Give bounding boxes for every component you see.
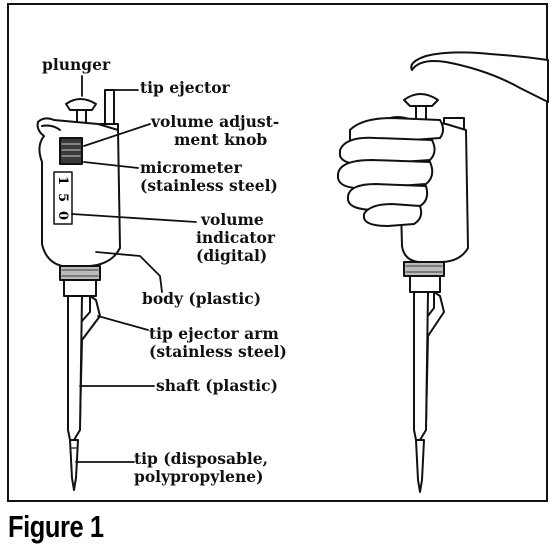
leader-body <box>95 251 163 293</box>
label-micrometer-line1: micrometer <box>140 158 242 177</box>
hand-shape <box>337 117 444 227</box>
label-volume-knob-line1: volume adjust- <box>151 112 280 131</box>
volume-digit: 0 <box>55 210 71 220</box>
volume-knob-part <box>59 137 83 165</box>
body-part <box>36 117 121 267</box>
label-volume-indicator-line3: (digital) <box>196 246 268 265</box>
leader-volume-knob <box>83 123 151 147</box>
pipette-right-illustration <box>337 51 549 493</box>
volume-digit: 1 <box>55 176 71 186</box>
volume-digit: 5 <box>55 193 71 203</box>
label-tip-line1: tip (disposable, <box>134 449 268 468</box>
volume-window <box>53 171 73 225</box>
leader-ejector-arm <box>97 315 149 331</box>
label-tip-line2: polypropylene) <box>134 467 264 486</box>
shaft-part <box>67 295 83 441</box>
label-volume-indicator-line2: indicator <box>196 228 276 247</box>
label-tip-ejector: tip ejector <box>140 78 230 97</box>
plunger-part <box>65 98 97 125</box>
label-micrometer-line2: (stainless steel) <box>140 176 278 195</box>
leader-volume-indicator <box>71 213 197 223</box>
leader-micrometer <box>83 161 139 169</box>
label-tip-ejector-arm-line1: tip ejector arm <box>149 324 279 343</box>
tip-part <box>69 439 79 491</box>
pipette-left-illustration <box>36 89 121 491</box>
label-body: body (plastic) <box>142 289 262 308</box>
collar-part <box>59 265 101 281</box>
label-volume-knob-line2: ment knob <box>174 130 268 149</box>
label-tip-ejector-arm-line2: (stainless steel) <box>149 342 287 361</box>
label-shaft: shaft (plastic) <box>156 376 278 395</box>
thumb-shape <box>410 51 549 103</box>
volume-indicator-digits: 1 5 0 <box>54 172 72 224</box>
figure-caption: Figure 1 <box>8 509 104 544</box>
label-volume-indicator-line1: volume <box>201 210 264 229</box>
leader-lines <box>71 75 197 463</box>
label-plunger: plunger <box>42 55 111 74</box>
